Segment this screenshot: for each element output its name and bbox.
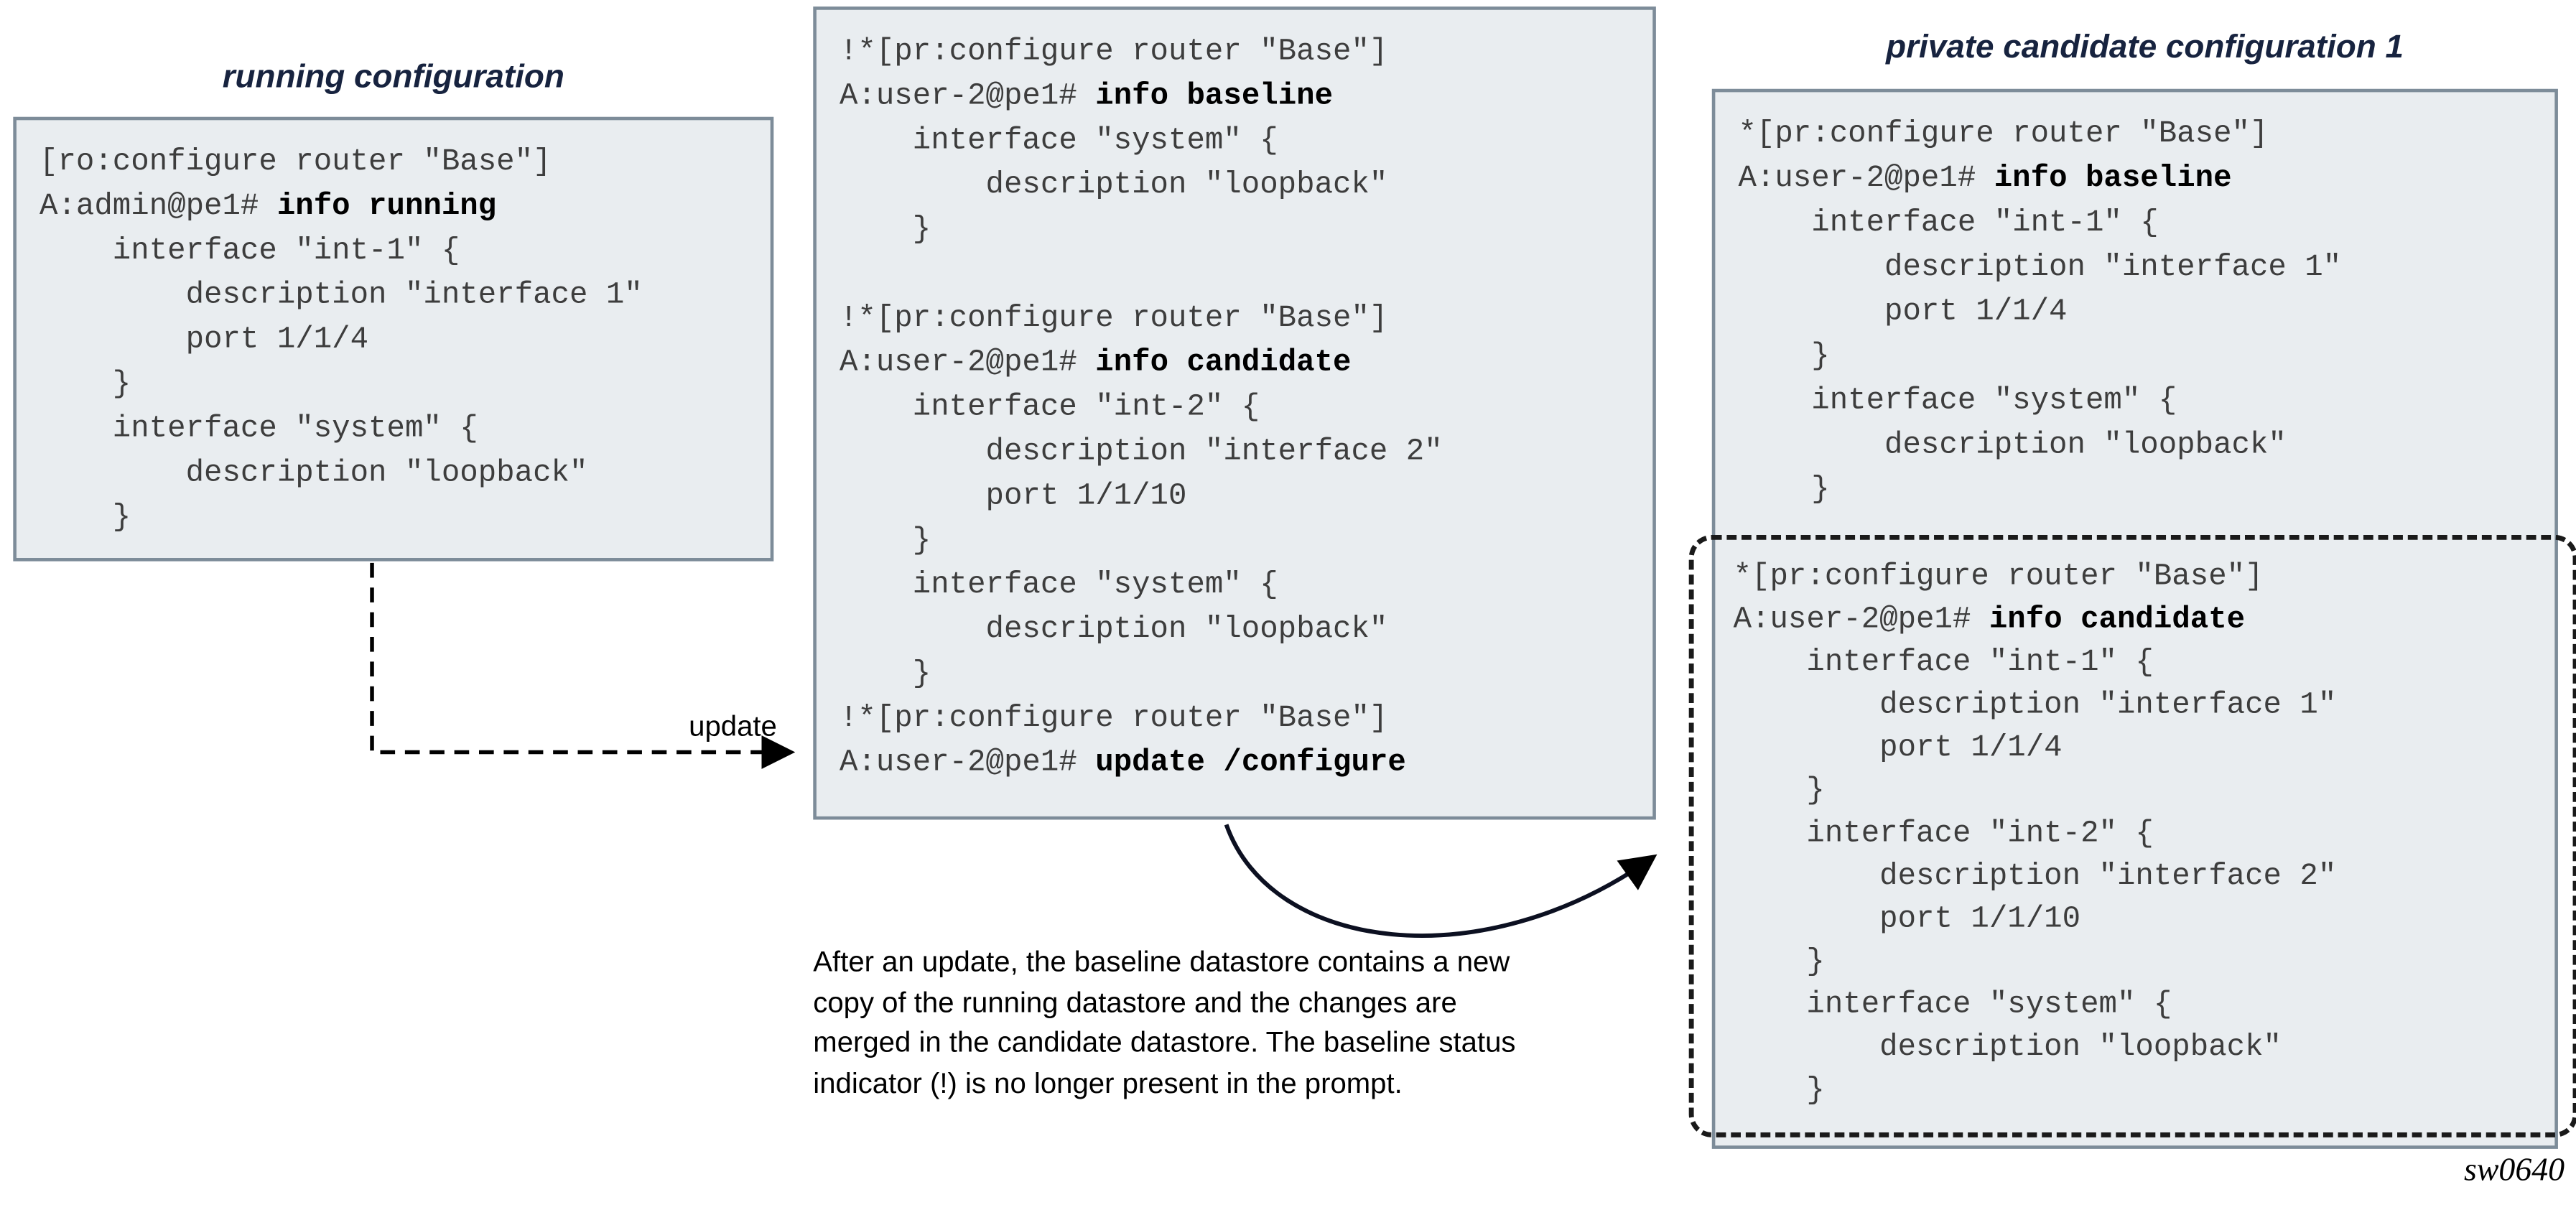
code-line: port 1/1/4 bbox=[1733, 730, 2063, 765]
code-line: port 1/1/10 bbox=[839, 479, 1187, 514]
code-line: } bbox=[1733, 773, 1825, 809]
update-box: !*[pr:configure router "Base"] A:user-2@p… bbox=[813, 6, 1656, 820]
update-arrow-label: update bbox=[689, 709, 777, 742]
code-line: interface "system" { bbox=[1738, 383, 2177, 419]
code-line: } bbox=[839, 212, 931, 247]
code-line: description "loopback" bbox=[1738, 427, 2287, 463]
code-line: description "loopback" bbox=[39, 455, 588, 491]
running-config-code: [ro:configure router "Base"] A:admin@pe1#… bbox=[17, 120, 771, 539]
code-line: } bbox=[839, 523, 931, 559]
merge-curved-arrow bbox=[1224, 824, 1657, 938]
code-line: description "interface 1" bbox=[39, 278, 643, 313]
code-line: port 1/1/4 bbox=[39, 322, 369, 358]
code-line: description "interface 2" bbox=[1733, 859, 2337, 894]
code-line: interface "int-2" { bbox=[1733, 816, 2154, 852]
code-line: port 1/1/10 bbox=[1733, 902, 2081, 937]
code-line: A:user-2@pe1# update /configure bbox=[839, 745, 1406, 781]
running-config-box: [ro:configure router "Base"] A:admin@pe1#… bbox=[13, 116, 774, 562]
candidate-dashed-box: *[pr:configure router "Base"] A:user-2@pe… bbox=[1688, 534, 2576, 1137]
private-baseline-code: *[pr:configure router "Base"] A:user-2@pe… bbox=[1715, 92, 2554, 511]
code-line: !*[pr:configure router "Base"] bbox=[839, 701, 1388, 736]
private-candidate-box: *[pr:configure router "Base"] A:user-2@pe… bbox=[1711, 88, 2558, 1149]
caption-text: After an update, the baseline datastore … bbox=[813, 941, 1685, 1103]
code-line: description "interface 1" bbox=[1733, 688, 2337, 723]
code-line: A:user-2@pe1# info candidate bbox=[839, 345, 1352, 381]
code-line: A:user-2@pe1# info baseline bbox=[839, 79, 1334, 114]
code-line: } bbox=[39, 367, 131, 402]
code-line: } bbox=[1733, 1073, 1825, 1108]
code-line: description "loopback" bbox=[839, 612, 1388, 647]
caption-line: indicator (!) is no longer present in th… bbox=[813, 1066, 1403, 1099]
code-line: } bbox=[1738, 339, 1830, 374]
code-line: port 1/1/4 bbox=[1738, 294, 2068, 330]
code-line: description "loopback" bbox=[1733, 1030, 2282, 1065]
code-line: interface "int-1" { bbox=[1733, 645, 2154, 680]
code-line: *[pr:configure router "Base"] bbox=[1738, 116, 2269, 152]
code-line: A:user-2@pe1# info baseline bbox=[1738, 161, 2232, 196]
code-line: interface "system" { bbox=[839, 567, 1278, 602]
code-line bbox=[840, 252, 1652, 297]
caption-line: After an update, the baseline datastore … bbox=[813, 944, 1510, 978]
code-line: !*[pr:configure router "Base"] bbox=[839, 34, 1388, 70]
code-line: [ro:configure router "Base"] bbox=[39, 144, 552, 180]
code-line: A:admin@pe1# info running bbox=[39, 189, 497, 224]
running-config-title: running configuration bbox=[222, 59, 564, 96]
caption-line: copy of the running datastore and the ch… bbox=[813, 984, 1457, 1018]
caption-line: merged in the candidate datastore. The b… bbox=[813, 1025, 1516, 1058]
code-line: description "interface 2" bbox=[839, 434, 1443, 470]
code-line: A:user-2@pe1# info candidate bbox=[1733, 602, 2246, 638]
code-line: *[pr:configure router "Base"] bbox=[1733, 559, 2264, 595]
code-line: interface "system" { bbox=[39, 411, 478, 447]
code-line: description "loopback" bbox=[839, 167, 1388, 202]
code-line: } bbox=[839, 656, 931, 692]
private-candidate-code: *[pr:configure router "Base"] A:user-2@pe… bbox=[1694, 540, 2573, 1113]
code-line: interface "system" { bbox=[1733, 987, 2172, 1023]
figure-id: sw0640 bbox=[2463, 1152, 2565, 1188]
code-line: } bbox=[1738, 472, 1830, 507]
update-box-code: !*[pr:configure router "Base"] A:user-2@p… bbox=[817, 10, 1652, 786]
code-line: } bbox=[1733, 944, 1825, 979]
code-line: interface "int-2" { bbox=[839, 390, 1260, 425]
code-line: } bbox=[39, 500, 131, 535]
code-line: interface "int-1" { bbox=[39, 233, 460, 269]
code-line: interface "int-1" { bbox=[1738, 205, 2159, 241]
code-line: !*[pr:configure router "Base"] bbox=[839, 301, 1388, 336]
private-candidate-title: private candidate configuration 1 bbox=[1886, 29, 2404, 66]
code-line: description "interface 1" bbox=[1738, 250, 2342, 285]
code-line: interface "system" { bbox=[839, 123, 1278, 159]
